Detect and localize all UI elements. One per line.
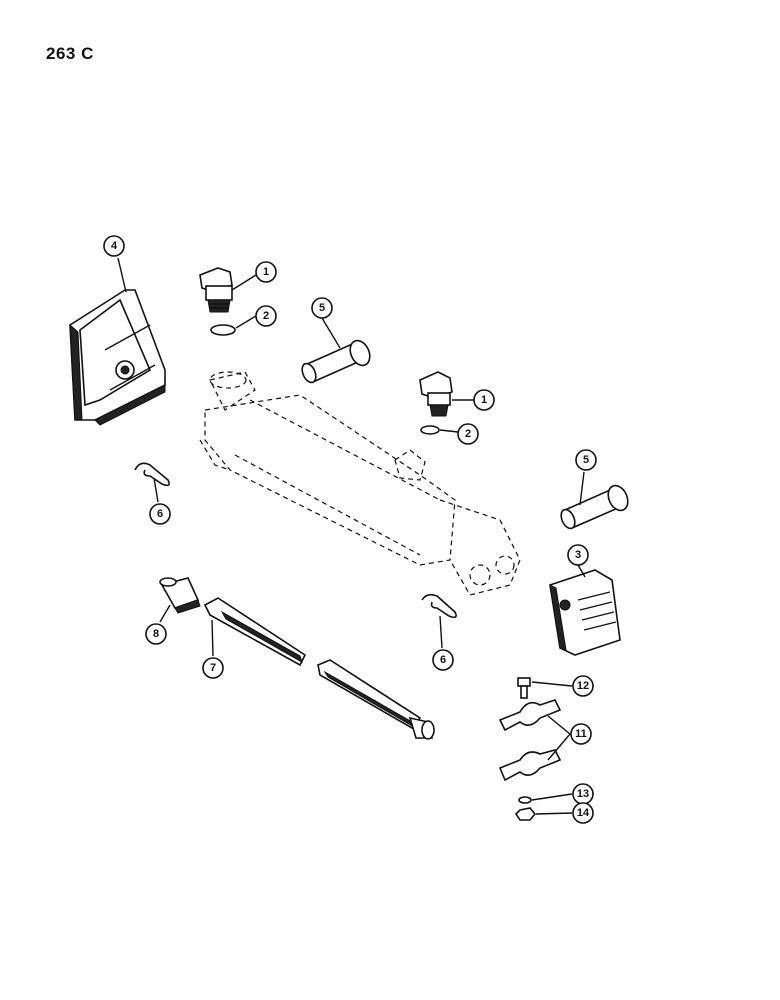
part-1-elbow-fitting-upper [199,267,233,313]
part-4-bracket [69,289,166,426]
callout-label: 1 [481,394,487,406]
callout-label: 1 [263,266,269,278]
callout-label: 13 [577,788,589,800]
part-1-elbow-fitting-middle [419,371,453,417]
callout-8: 8 [145,623,167,645]
callout-label: 14 [577,807,590,819]
callout-6-left: 6 [149,503,171,525]
callout-3: 3 [567,544,589,566]
callout-2-middle: 2 [457,423,479,445]
part-2-o-ring-middle [420,425,440,435]
callout-label: 8 [153,628,159,640]
callout-label: 7 [210,662,216,674]
callout-4: 4 [103,235,125,257]
callout-5-right: 5 [575,449,597,471]
callout-5-upper: 5 [311,297,333,319]
callout-label: 4 [111,240,118,252]
part-3-plate [549,569,621,656]
page-code: 263 C [46,44,94,63]
callout-13: 13 [572,783,594,805]
callout-label: 6 [440,654,446,666]
callout-14: 14 [572,802,594,824]
part-8-fitting [159,577,201,614]
part-2-o-ring-upper [210,324,236,336]
callout-label: 12 [577,680,589,692]
callout-label: 3 [575,549,581,561]
callout-6-right: 6 [432,649,454,671]
callout-12: 12 [572,675,594,697]
part-11-clamps [498,699,562,782]
callout-1-middle: 1 [473,389,495,411]
callout-11: 11 [570,723,592,745]
callout-label: 6 [157,508,163,520]
part-5-pin-upper [301,339,371,384]
leader-lines [117,257,586,815]
callout-label: 5 [319,302,325,314]
part-6-clip-right [421,593,457,619]
callout-1-upper: 1 [255,261,277,283]
callout-2-upper: 2 [255,305,277,327]
callout-label: 2 [465,428,471,440]
part-6-clip-left [134,462,170,487]
callout-label: 2 [263,310,269,322]
callout-label: 11 [575,728,587,740]
part-7-hose [203,597,435,740]
part-13-washer [518,796,532,804]
cylinder-outline [199,371,521,596]
part-5-pin-right [560,484,629,530]
callout-7: 7 [202,657,224,679]
callout-label: 5 [583,454,589,466]
part-12-bolt [517,677,531,699]
part-14-nut [514,807,537,821]
